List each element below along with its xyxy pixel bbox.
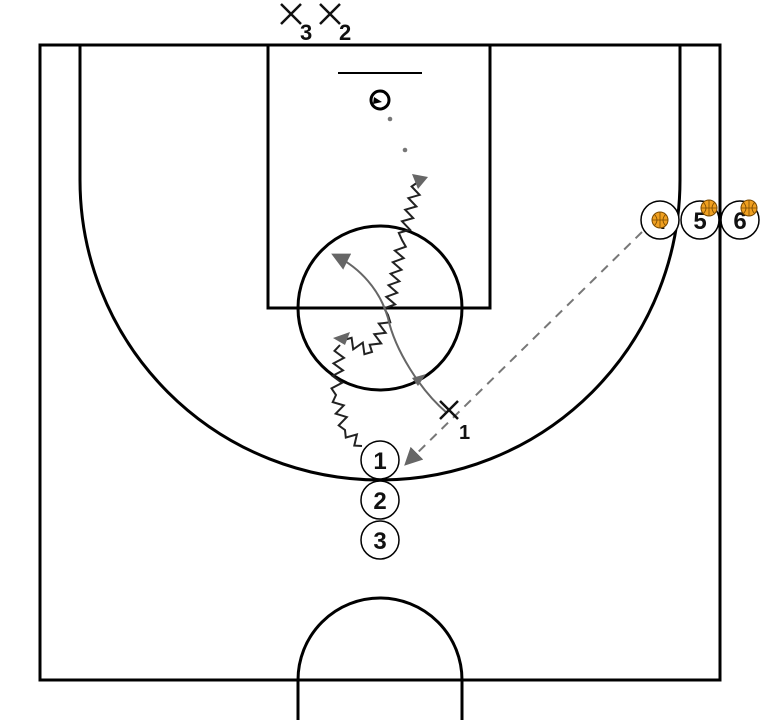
offense-player-3: 3 (360, 520, 400, 560)
basketball-icon (651, 211, 669, 229)
defender-x1: 1 (439, 400, 470, 444)
cut-path-arrowhead-middle (412, 374, 426, 386)
dribble-arrowhead-upper (412, 174, 428, 189)
defender-label: 2 (339, 20, 351, 45)
player-number: 2 (373, 488, 386, 515)
paint-lane (266, 43, 492, 310)
defender-x2: 2 (319, 3, 351, 45)
defender-x3: 3 (280, 3, 312, 45)
offense-player-2: 2 (360, 480, 400, 520)
path-dot (387, 116, 393, 122)
dribble-path-1-to-paint (330, 344, 363, 447)
player-circle (360, 520, 400, 560)
offense-player-6: 6 (720, 199, 760, 240)
defender-x-mark (439, 400, 459, 420)
defender-label: 1 (459, 422, 470, 444)
offense-player-5: 5 (680, 199, 720, 240)
three-point-line (78, 45, 682, 482)
cut-path-arrow (331, 253, 448, 414)
player-number: 5 (693, 208, 706, 235)
dribble-arrowhead-lower (333, 332, 350, 345)
offense-player-4: 4 (640, 200, 680, 240)
court-lines (38, 43, 722, 720)
player-number: 1 (373, 448, 386, 475)
offense-player-1: 1 (360, 440, 400, 480)
free-throw-circle (296, 224, 464, 392)
center-circle (296, 596, 464, 720)
player-circle (360, 480, 400, 520)
defender-label: 3 (300, 20, 312, 45)
rim-net-mark (373, 97, 382, 104)
basketball-icon (740, 199, 758, 217)
pass-path-dashed (404, 231, 643, 466)
player-number: 3 (373, 528, 386, 555)
dribble-path-paint-to-block (343, 181, 422, 356)
player-number: 6 (733, 208, 746, 235)
path-dot (402, 147, 408, 153)
basketball-icon (700, 199, 718, 217)
defender-x-mark (319, 3, 341, 25)
defender-x-mark (280, 3, 302, 25)
basket-rim (369, 89, 391, 111)
player-circle (360, 440, 400, 480)
